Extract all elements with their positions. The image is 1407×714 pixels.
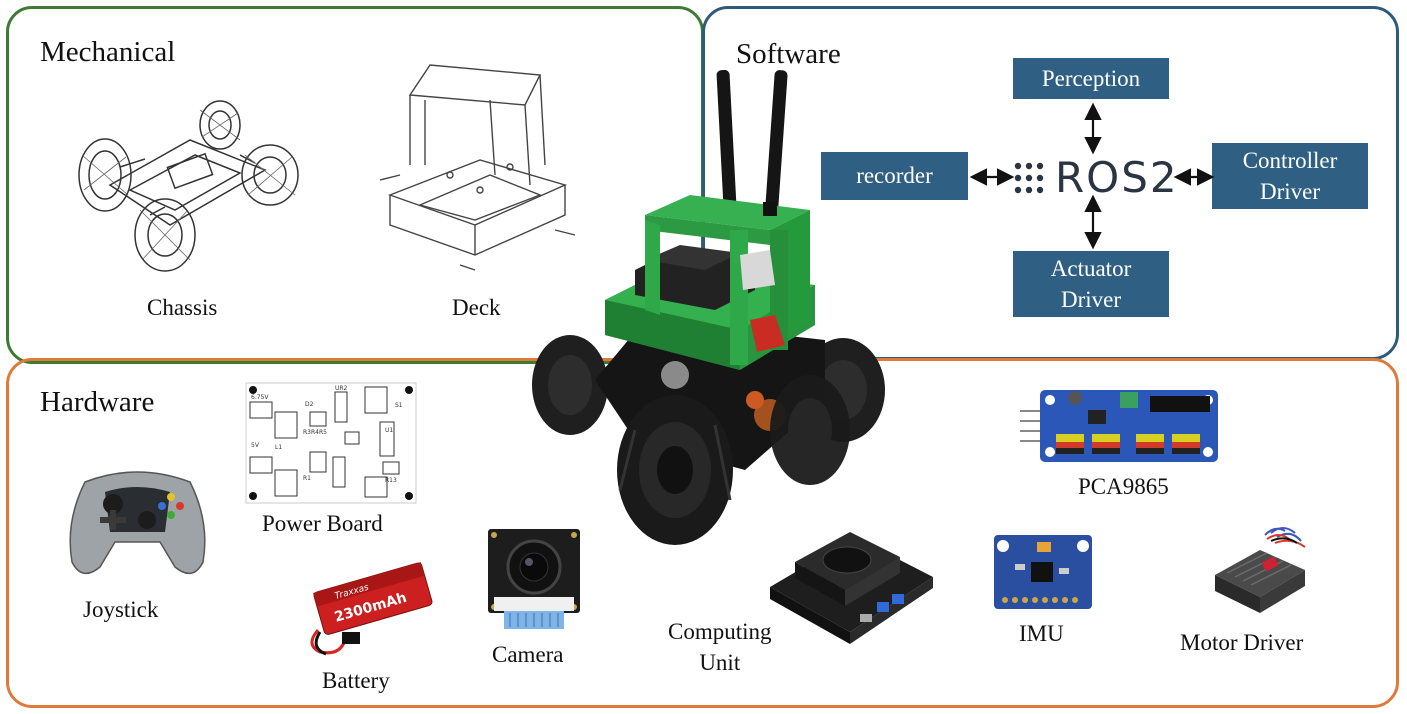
mechanical-title: Mechanical <box>40 36 176 68</box>
computing-unit-label: Computing Unit <box>668 616 772 678</box>
deck-icon <box>380 64 576 271</box>
svg-text:UR2: UR2 <box>335 385 348 392</box>
hardware-title: Hardware <box>40 386 155 418</box>
controller-driver-box: Controller Driver <box>1212 143 1368 209</box>
controller-driver-line1: Controller <box>1242 147 1338 173</box>
imu-label: IMU <box>1019 621 1064 646</box>
actuator-driver-box: Actuator Driver <box>1013 251 1169 317</box>
chassis-icon <box>78 100 299 272</box>
deck-label: Deck <box>452 295 501 320</box>
motor-driver-label: Motor Driver <box>1180 630 1304 655</box>
svg-text:R1: R1 <box>303 475 311 482</box>
imu-icon <box>994 535 1092 609</box>
actuator-driver-line1: Actuator <box>1050 255 1132 281</box>
power-board-label: Power Board <box>262 511 383 536</box>
ros-dots-icon <box>1014 162 1044 194</box>
joystick-label: Joystick <box>83 597 159 622</box>
pca9865-label: PCA9865 <box>1078 474 1169 499</box>
svg-text:S1: S1 <box>395 402 403 409</box>
camera-label: Camera <box>492 642 564 667</box>
svg-text:5V: 5V <box>251 442 260 449</box>
controller-driver-line2: Driver <box>1259 179 1321 204</box>
computing-unit-icon <box>770 532 933 644</box>
robot-car-icon <box>532 70 885 545</box>
svg-text:6.75V: 6.75V <box>251 394 269 401</box>
software-title: Software <box>736 38 841 70</box>
svg-text:L1: L1 <box>275 444 282 451</box>
battery-icon: Traxxas 2300mAh <box>310 562 433 656</box>
svg-text:R13: R13 <box>385 477 397 484</box>
computing-unit-line2: Unit <box>699 650 741 676</box>
ros2-hub-label: ROS2 <box>1055 153 1179 202</box>
svg-text:R3R4R5: R3R4R5 <box>303 429 327 436</box>
svg-text:U1: U1 <box>385 427 393 434</box>
actuator-driver-line2: Driver <box>1060 287 1122 312</box>
chassis-label: Chassis <box>147 295 218 320</box>
joystick-icon <box>69 471 206 575</box>
recorder-box: recorder <box>821 152 968 200</box>
svg-text:D2: D2 <box>305 401 314 408</box>
computing-unit-line1: Computing <box>668 619 772 644</box>
perception-box: Perception <box>1013 58 1169 99</box>
battery-label: Battery <box>322 668 390 693</box>
connection-arrows <box>969 102 1215 250</box>
motor-driver-icon <box>1215 527 1306 613</box>
pca9865-icon <box>1020 390 1218 462</box>
camera-icon <box>488 529 580 629</box>
